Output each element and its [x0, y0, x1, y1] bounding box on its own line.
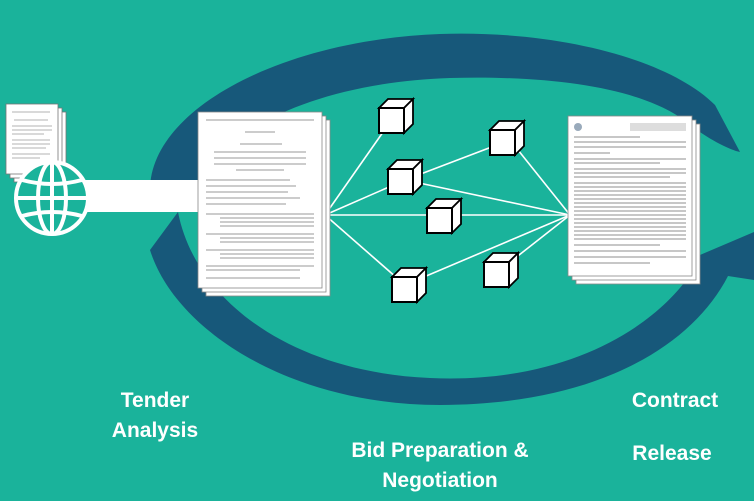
cube-icon — [378, 98, 414, 134]
document-stack-icon — [197, 111, 331, 297]
bid-label-line1: Bid Preparation & — [351, 439, 529, 462]
globe-icon — [14, 160, 90, 236]
tender-label-line1: Tender — [120, 389, 190, 412]
cube-icon — [489, 120, 525, 156]
bid-label-line2: Negotiation — [382, 469, 498, 492]
cycle-arrow-bottom — [150, 212, 754, 405]
tender-analysis-label: Tender Analysis — [95, 386, 215, 446]
connector-bar — [80, 180, 220, 212]
cube-icon — [387, 159, 423, 195]
bid-preparation-label: Bid Preparation & Negotiation — [300, 436, 580, 496]
cycle-arrow-top — [150, 33, 740, 190]
contract-document-stack — [567, 115, 701, 285]
cube-icon — [426, 198, 462, 234]
release-label: Release — [632, 442, 712, 465]
contract-label: Contract — [631, 389, 719, 412]
cube-icon — [391, 267, 427, 303]
tender-label-line2: Analysis — [111, 419, 199, 442]
cube-icon — [483, 252, 519, 288]
